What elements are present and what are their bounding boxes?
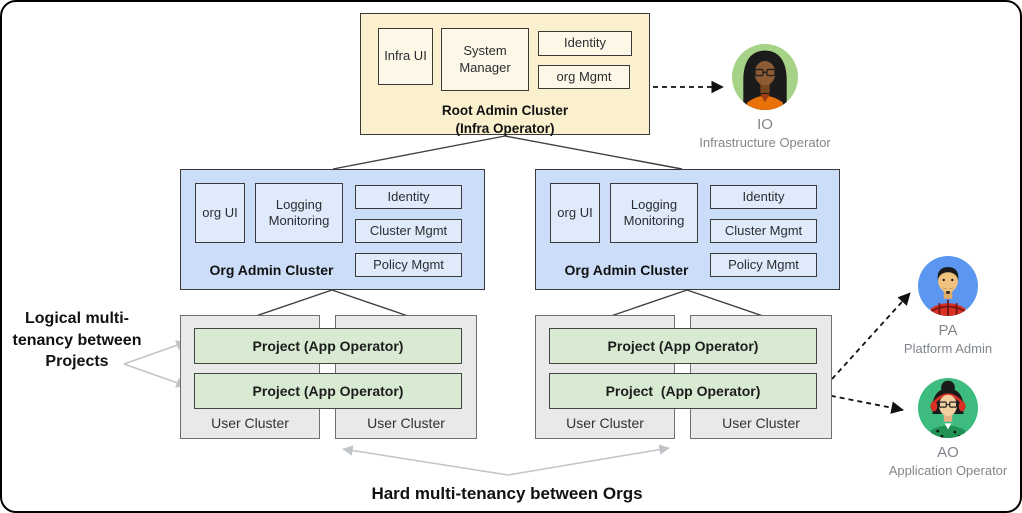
infra-ui-box: Infra UI — [378, 28, 433, 85]
user-cluster-group-1: User Cluster User Cluster Project (App O… — [180, 315, 477, 439]
org-cluster-title: Org Admin Cluster — [209, 262, 334, 278]
cluster-mgmt-box: Cluster Mgmt — [710, 219, 817, 243]
persona-abbr: IO — [757, 116, 773, 133]
org-admin-cluster-1: org UI Logging Monitoring Identity Clust… — [180, 169, 485, 290]
user-cluster-group-2: User Cluster User Cluster Project (App O… — [535, 315, 832, 439]
user-cluster-label: User Cluster — [722, 415, 800, 431]
ao-avatar-icon — [918, 378, 978, 438]
org-cluster-title: Org Admin Cluster — [564, 262, 689, 278]
annotation-hard-multitenancy: Hard multi-tenancy between Orgs — [371, 484, 643, 503]
identity-box: Identity — [710, 185, 817, 209]
project-bar: Project (App Operator) — [194, 373, 462, 409]
persona-role: Application Operator — [888, 463, 1008, 478]
user-cluster-label: User Cluster — [367, 415, 445, 431]
user-cluster-label: User Cluster — [211, 415, 289, 431]
project-bar: Project (App Operator) — [549, 328, 817, 364]
pa-avatar-icon — [918, 256, 978, 316]
root-admin-cluster: Infra UI System Manager Identity org Mgm… — [360, 13, 650, 137]
persona-role: Infrastructure Operator — [699, 135, 831, 150]
project-bar: Project (App Operator) — [194, 328, 462, 364]
logging-monitoring-box: Logging Monitoring — [255, 183, 343, 243]
persona-abbr: PA — [938, 322, 958, 339]
persona-application-operator: AO Application Operator — [848, 378, 1020, 478]
identity-box: Identity — [538, 31, 632, 56]
identity-box: Identity — [355, 185, 462, 209]
org-ui-box: org UI — [550, 183, 600, 243]
system-manager-box: System Manager — [441, 28, 529, 91]
org-mgmt-box: org Mgmt — [538, 65, 630, 89]
policy-mgmt-box: Policy Mgmt — [355, 253, 462, 277]
policy-mgmt-box: Policy Mgmt — [710, 253, 817, 277]
root-cluster-title: Root Admin Cluster (Infra Operator) — [361, 102, 649, 137]
project-bar: Project (App Operator) — [549, 373, 817, 409]
user-cluster-label: User Cluster — [566, 415, 644, 431]
annotation-logical-multitenancy: Logical multi-tenancy between Projects — [12, 310, 142, 371]
logging-monitoring-box: Logging Monitoring — [610, 183, 698, 243]
cluster-mgmt-box: Cluster Mgmt — [355, 219, 462, 243]
persona-role: Platform Admin — [903, 341, 993, 356]
persona-infrastructure-operator: IO Infrastructure Operator — [665, 44, 865, 150]
org-ui-box: org UI — [195, 183, 245, 243]
root-cluster-title-line2: (Infra Operator) — [455, 120, 555, 136]
io-avatar-icon — [732, 44, 798, 110]
org-admin-cluster-2: org UI Logging Monitoring Identity Clust… — [535, 169, 840, 290]
root-cluster-title-line1: Root Admin Cluster — [441, 103, 569, 118]
persona-abbr: AO — [937, 444, 959, 461]
persona-platform-admin: PA Platform Admin — [848, 256, 1020, 356]
